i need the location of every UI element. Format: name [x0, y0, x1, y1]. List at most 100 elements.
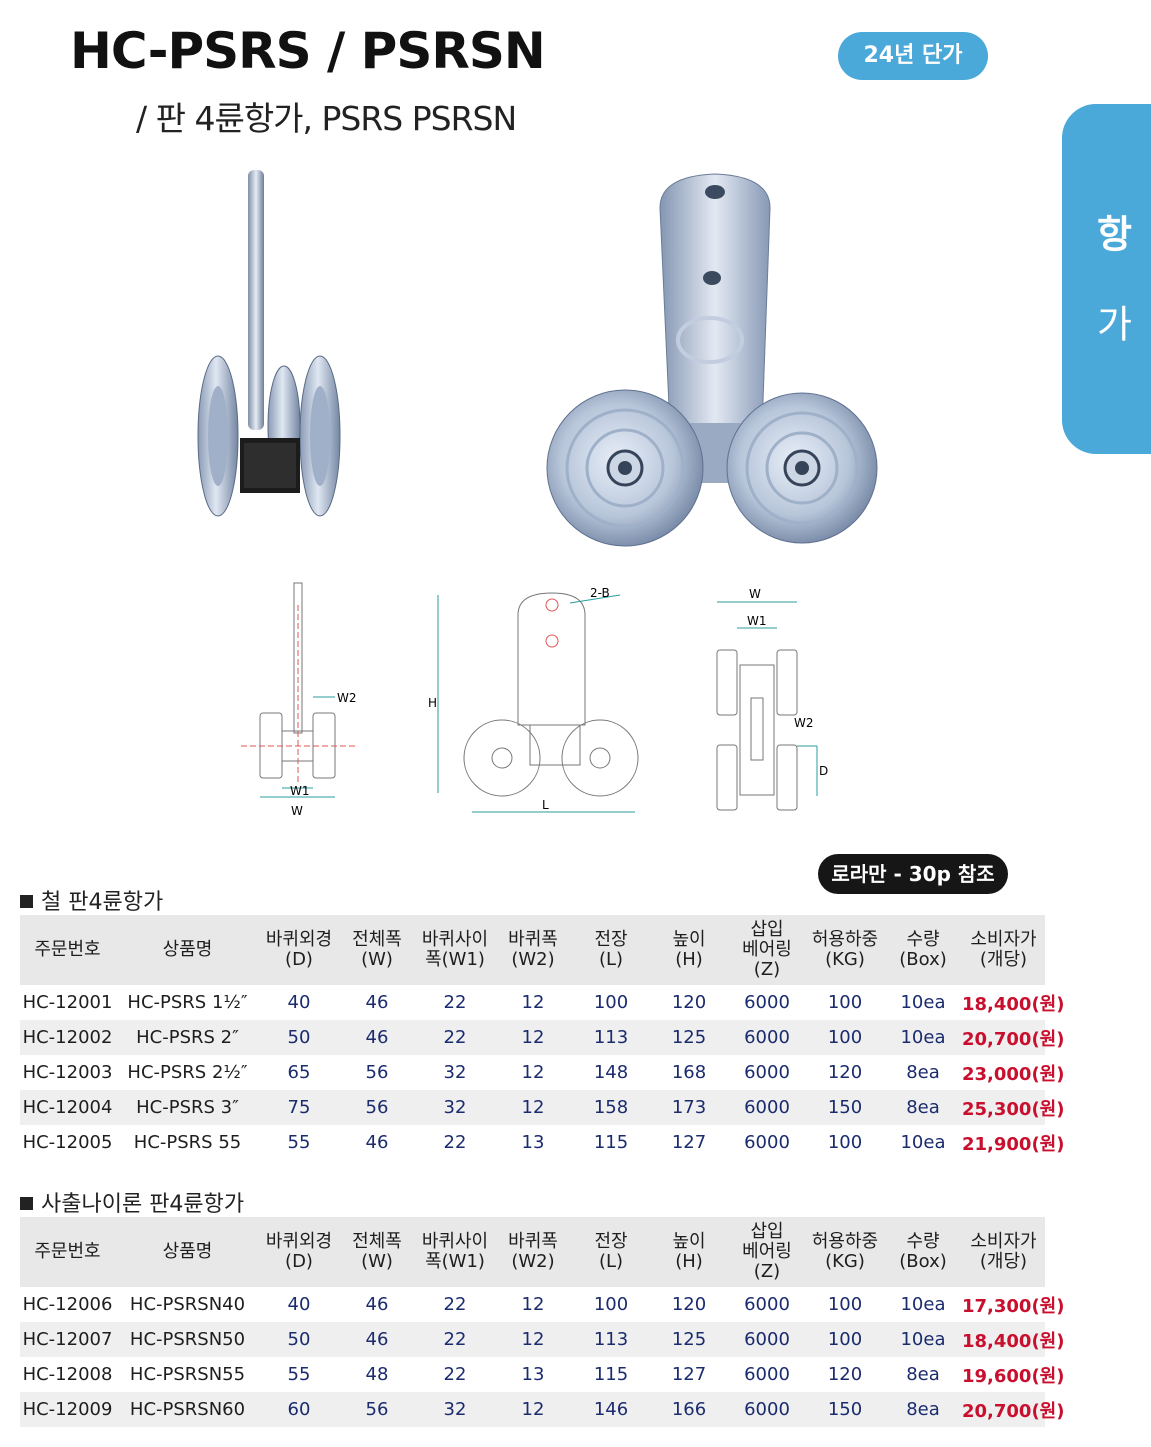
table-cell: 22 — [443, 1294, 467, 1315]
table-cell: 12 — [494, 1020, 572, 1055]
table-cell: 100 — [827, 1294, 863, 1315]
table-cell: 168 — [671, 1062, 707, 1083]
table-cell: 32 — [443, 1062, 467, 1083]
label-top-w1: W1 — [747, 614, 767, 628]
table-cell: 12 — [521, 1062, 545, 1083]
table-cell: HC-PSRS 3″ — [115, 1090, 260, 1125]
table-cell: HC-PSRSN55 — [129, 1364, 246, 1385]
label-h: H — [428, 696, 437, 710]
table-cell: 19,600(원) — [962, 1365, 1065, 1387]
column-header: 높이(H) — [650, 1217, 728, 1287]
table-cell: HC-PSRSN50 — [115, 1322, 260, 1357]
table-cell: 32 — [416, 1392, 494, 1427]
table-cell: 146 — [572, 1392, 650, 1427]
table-cell: 120 — [671, 1294, 707, 1315]
column-header: 소비자가(개당) — [962, 1217, 1045, 1287]
column-header: 소비자가(개당) — [962, 915, 1045, 985]
table-cell: 125 — [650, 1020, 728, 1055]
column-header: 주문번호 — [20, 915, 115, 985]
table-cell: HC-PSRS 1½″ — [127, 992, 248, 1013]
roller-reference-badge: 로라만 - 30p 참조 — [818, 854, 1008, 894]
table-cell: 115 — [593, 1132, 629, 1153]
table-cell: 56 — [338, 1090, 416, 1125]
table-cell: 120 — [827, 1364, 863, 1385]
table-cell: 22 — [443, 1364, 467, 1385]
table-cell: 13 — [521, 1132, 545, 1153]
table-cell: 46 — [365, 1132, 389, 1153]
page-title: HC-PSRS / PSRSN — [70, 22, 546, 80]
table-cell: 100 — [593, 1294, 629, 1315]
table-cell: HC-12001 — [22, 992, 113, 1013]
table-cell: 40 — [287, 992, 311, 1013]
column-header: 바퀴폭(W2) — [494, 915, 572, 985]
table-cell: HC-PSRS 2½″ — [127, 1062, 248, 1083]
table-cell: 8ea — [906, 1364, 940, 1385]
page-subtitle: / 판 4륜항가, PSRS PSRSN — [136, 99, 517, 138]
label-w: W — [291, 804, 303, 818]
table-cell: 60 — [260, 1392, 338, 1427]
technical-drawing-top: W W1 W2 D — [716, 587, 828, 811]
table-cell: 65 — [287, 1062, 311, 1083]
table-cell: 100 — [593, 992, 629, 1013]
table-cell: HC-PSRSN40 — [129, 1294, 246, 1315]
column-header: 수량(Box) — [884, 915, 962, 985]
column-header: 바퀴외경(D) — [260, 915, 338, 985]
technical-drawing-side: W2 W1 W — [241, 582, 357, 818]
table-cell: 18,400(원) — [962, 993, 1065, 1015]
table-cell: 8ea — [884, 1392, 962, 1427]
category-side-tab[interactable]: 항 가 — [1062, 104, 1151, 454]
column-header: 상품명 — [115, 915, 260, 985]
table-cell: HC-PSRS 55 — [133, 1132, 242, 1153]
column-header: 전장(L) — [572, 1217, 650, 1287]
table-cell: 55 — [287, 1364, 311, 1385]
table-cell: HC-12002 — [20, 1020, 115, 1055]
table-cell: 50 — [260, 1020, 338, 1055]
table-cell: 6000 — [744, 1062, 790, 1083]
column-header: 높이(H) — [650, 915, 728, 985]
table-cell: 10ea — [900, 992, 946, 1013]
label-d: D — [819, 764, 828, 778]
technical-drawing-front: H L 2-B — [428, 586, 639, 813]
table-cell: 127 — [671, 1132, 707, 1153]
table-cell: 6000 — [744, 1364, 790, 1385]
table-cell: 48 — [365, 1364, 389, 1385]
table-cell: 46 — [365, 1294, 389, 1315]
table-cell: 115 — [593, 1364, 629, 1385]
label-l: L — [542, 798, 549, 812]
year-badge: 24년 단가 — [838, 32, 988, 80]
table-cell: 10ea — [884, 1322, 962, 1357]
table-cell: 75 — [260, 1090, 338, 1125]
column-header: 주문번호 — [20, 1217, 115, 1287]
table-cell: HC-12003 — [22, 1062, 113, 1083]
table-cell: 21,900(원) — [962, 1133, 1065, 1155]
column-header: 상품명 — [115, 1217, 260, 1287]
column-header: 전체폭(W) — [338, 1217, 416, 1287]
table-cell: 12 — [494, 1322, 572, 1357]
table-cell: 22 — [443, 992, 467, 1013]
table-cell: 56 — [365, 1062, 389, 1083]
table-cell: HC-PSRSN60 — [115, 1392, 260, 1427]
table-cell: 6000 — [744, 992, 790, 1013]
table-cell: 56 — [338, 1392, 416, 1427]
table-cell: 8ea — [884, 1090, 962, 1125]
section-title-nylon: 사출나이론 판4륜항가 — [20, 1186, 244, 1218]
table-cell: 10ea — [900, 1294, 946, 1315]
table-cell: 6000 — [744, 1132, 790, 1153]
table-cell: 12 — [494, 1392, 572, 1427]
column-header: 바퀴외경(D) — [260, 1217, 338, 1287]
table-cell: 12 — [494, 1090, 572, 1125]
product-photo-front-view — [546, 173, 878, 547]
table-cell: 120 — [671, 992, 707, 1013]
